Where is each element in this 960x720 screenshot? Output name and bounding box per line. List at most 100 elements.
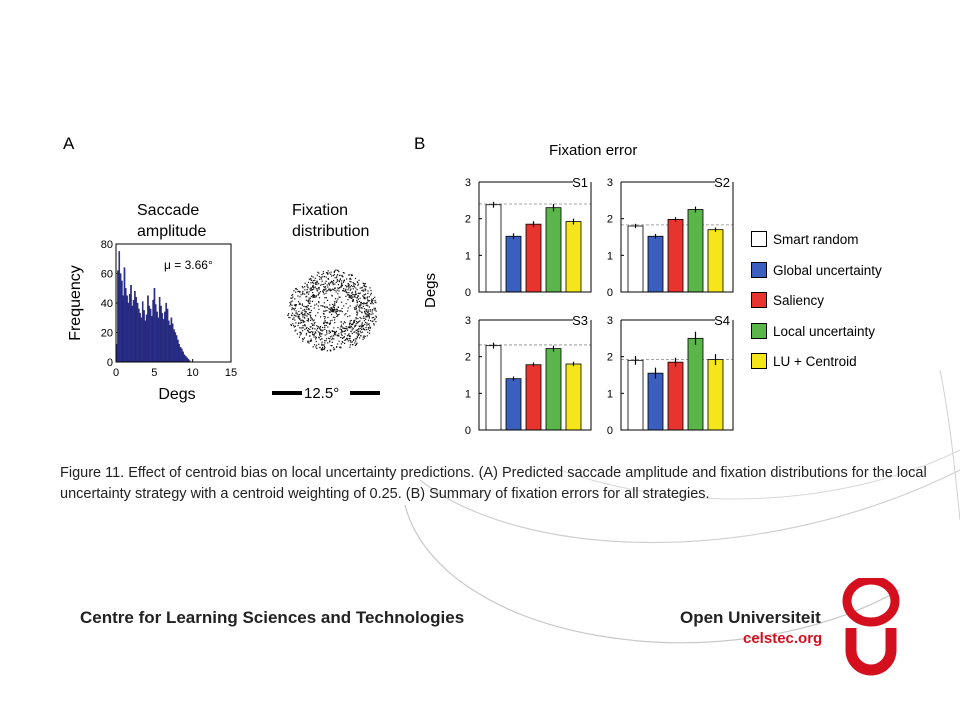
fixation-point [326, 284, 328, 286]
panel-b-title: Fixation error [549, 142, 638, 159]
fixation-point [300, 312, 302, 314]
fixation-point [291, 304, 293, 306]
fixation-point [310, 311, 312, 313]
fixation-point [324, 297, 326, 299]
fixation-error-bar [687, 337, 704, 431]
fixation-point [355, 317, 357, 319]
fixation-point [307, 301, 310, 303]
fixation-point [333, 335, 335, 337]
fixation-point [342, 327, 344, 329]
fixation-point [313, 322, 315, 324]
fixation-point [299, 322, 301, 324]
fixation-point [337, 298, 339, 300]
histogram-bar [126, 295, 128, 363]
fixation-point [323, 344, 325, 346]
fixation-point [374, 307, 376, 309]
fixation-point [325, 276, 327, 278]
fixation-point [352, 296, 354, 298]
fixation-point [323, 275, 325, 278]
fixation-point [335, 281, 337, 283]
fixation-point [336, 308, 338, 310]
fixation-point [338, 340, 340, 342]
fixation-point [307, 287, 309, 289]
fixation-point [309, 302, 311, 304]
fixation-point [366, 309, 368, 311]
fixation-point [314, 333, 316, 335]
fixation-point [340, 285, 342, 287]
fixation-point [340, 282, 343, 284]
fixation-point [340, 336, 342, 339]
fixation-point [304, 286, 306, 288]
fixation-point [298, 290, 300, 292]
fixation-point [359, 310, 361, 312]
fixation-point [362, 317, 364, 319]
fixation-point [353, 283, 355, 285]
fixation-point [300, 294, 302, 296]
fixation-point [325, 272, 328, 274]
subplot-axes [620, 182, 734, 293]
legend-swatch-lu-centroid [751, 353, 767, 369]
fixation-point [333, 330, 335, 333]
fixation-point [367, 290, 369, 292]
fixation-point [347, 310, 349, 312]
fixation-point [363, 315, 365, 317]
fixation-point [351, 300, 354, 302]
fixation-point [327, 342, 329, 344]
fixation-point [348, 284, 350, 287]
footer-site-link[interactable]: celstec.org [743, 630, 823, 647]
fixation-error-bar [485, 345, 502, 431]
fixation-point [350, 323, 352, 325]
fixation-point [315, 337, 318, 339]
fixation-point [326, 322, 328, 324]
histogram-bar [161, 313, 164, 363]
histogram-bar [181, 348, 183, 363]
fixation-point [349, 277, 351, 279]
fixation-point [348, 338, 350, 340]
fixation-point [363, 302, 365, 304]
fixation-point [312, 286, 314, 288]
ytick-label: 2 [465, 352, 471, 364]
fixation-point [345, 285, 347, 287]
fixation-point [331, 341, 333, 343]
fixation-point [329, 331, 332, 333]
fixation-point [295, 315, 297, 317]
fixation-point [342, 331, 344, 333]
fixation-point [349, 336, 351, 338]
histogram-bar [177, 339, 179, 363]
fixation-point [362, 324, 365, 327]
fixation-point [299, 331, 302, 333]
fixation-point [328, 288, 330, 290]
fixation-error-bar [647, 235, 664, 293]
fixation-point [329, 320, 332, 322]
ytick-label: 3 [465, 177, 471, 189]
fixation-point [332, 306, 334, 308]
fixation-point [352, 288, 354, 290]
fixation-point [367, 327, 369, 329]
fixation-point [289, 305, 291, 307]
histogram-bar [136, 302, 139, 363]
histogram-bar [138, 308, 140, 363]
fixation-point [332, 309, 334, 311]
fixation-point [303, 316, 306, 318]
histogram-bar [175, 335, 178, 363]
fixation-point [297, 315, 299, 317]
fixation-point [318, 327, 320, 329]
fixation-point [373, 324, 375, 326]
fixation-point [325, 292, 327, 294]
fixation-error-bar [687, 209, 704, 293]
fixation-point [364, 329, 366, 331]
fixation-point [362, 336, 364, 338]
fixation-point [340, 310, 342, 312]
fixation-point [346, 338, 348, 341]
fixation-point [346, 278, 348, 280]
fixation-point [360, 327, 362, 330]
fixation-point [322, 326, 324, 329]
fixation-error-bar [667, 219, 684, 293]
fixation-point [363, 297, 365, 299]
fixation-point [316, 274, 318, 276]
fixation-point [352, 344, 354, 346]
fixation-point [336, 275, 338, 277]
fixation-point [343, 280, 345, 282]
fixation-point [318, 283, 320, 285]
fixation-point [323, 345, 325, 347]
